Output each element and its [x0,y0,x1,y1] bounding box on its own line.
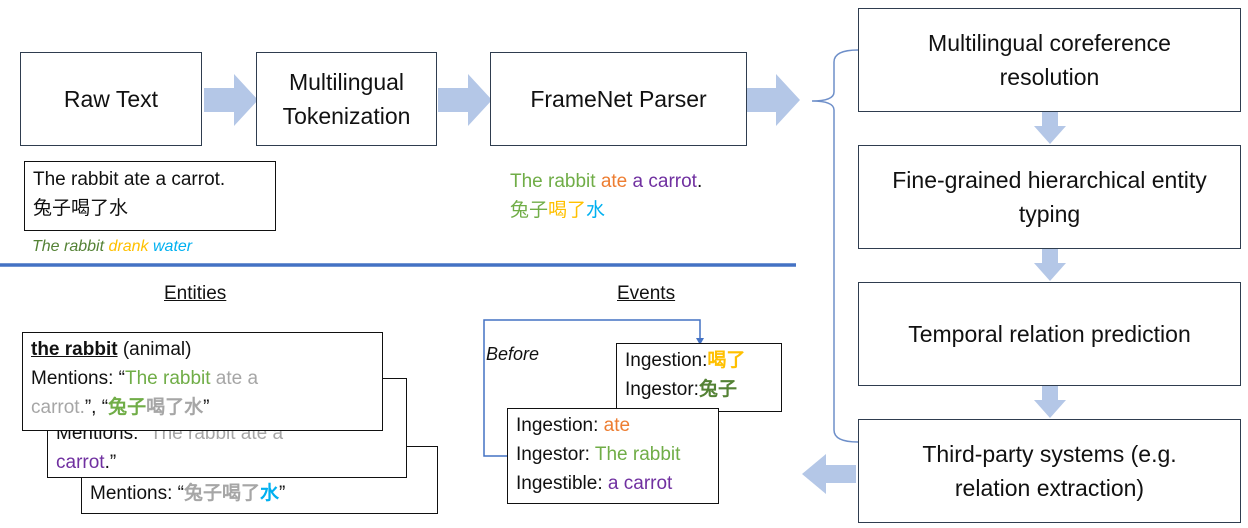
temporal-label: Temporal relation prediction [908,321,1191,347]
parsed-chinese: 兔子喝了水 [510,196,702,224]
parsed-en-object: a carrot [632,171,697,192]
card3-mentions-label: Mentions: “ [90,483,184,504]
card1-sep: ”, “ [84,397,109,418]
tokenization-label-line1: Multilingual [288,69,405,95]
parsed-en-verb: ate [600,171,628,192]
card2-line2: carrot.” [56,448,398,477]
parsed-zh-object: 水 [586,199,606,221]
event-card-2: Ingestion: ate Ingestor: The rabbit Inge… [507,408,719,504]
entity-typing-label-line1: Fine-grained hierarchical entity [892,167,1207,193]
event2-label1: Ingestion: [516,415,604,436]
card2-end: .” [104,452,117,473]
translation-drank: drank [108,238,149,255]
card1-mentions-line1: Mentions: “The rabbit ate a [31,364,374,393]
event1-value1: 喝了 [707,349,746,371]
coref-label-line1: Multilingual coreference [928,30,1171,56]
entities-heading: Entities [164,283,227,304]
event2-line1: Ingestion: ate [516,411,710,440]
event1-label2: Ingestor: [625,379,699,400]
event2-line3: Ingestible: a carrot [516,469,710,498]
card1-m1-rest-a: ate a [210,368,259,389]
card3-close: ” [279,483,286,504]
entity-card-1: the rabbit (animal) Mentions: “The rabbi… [22,332,383,431]
event1-line1: Ingestion:喝了 [625,346,773,375]
entity-typing-box: Fine-grained hierarchical entity typing [858,145,1241,249]
arrow-tokenization-to-parser [438,74,492,126]
event2-value2: The rabbit [594,444,681,465]
card1-m1-rest-b: carrot. [31,397,85,418]
thirdparty-label-line1: Third-party systems (e.g. [922,441,1177,467]
tokenization-box: Multilingual Tokenization [256,52,437,146]
arrow-raw-to-tokenization [204,74,258,126]
card1-m2-rest: 喝了水 [146,396,204,418]
event2-line2: Ingestor: The rabbit [516,440,710,469]
entity-typing-label-line2: typing [1018,201,1081,227]
card1-mentions-line2: carrot.”, “兔子喝了水” [31,393,374,422]
arrow-parser-to-modules [746,74,800,126]
card1-m1-highlight: The rabbit [124,368,211,389]
coref-box: Multilingual coreference resolution [858,8,1241,112]
card2-object: carrot [56,452,105,473]
coref-label-line2: resolution [999,64,1100,90]
raw-text-box: Raw Text [20,52,202,146]
card1-m2-highlight: 兔子 [108,396,147,418]
event2-label3: Ingestible: [516,473,608,494]
translation-water: water [152,238,193,255]
translation-the-rabbit: The rabbit [32,238,105,255]
thirdparty-box: Third-party systems (e.g. relation extra… [858,419,1241,523]
framenet-parser-label: FrameNet Parser [530,86,707,112]
card3-highlight: 水 [260,482,280,504]
arrow-coref-to-typing [1034,112,1066,144]
event2-value3: a carrot [607,473,673,494]
event1-label1: Ingestion: [625,350,708,371]
thirdparty-label-line2: relation extraction) [954,475,1145,501]
event1-line2: Ingestor:兔子 [625,375,773,404]
temporal-box: Temporal relation prediction [858,282,1241,386]
arrow-temporal-to-thirdparty [1034,386,1066,418]
arrow-thirdparty-to-output [802,454,856,494]
event-card-1: Ingestion:喝了 Ingestor:兔子 [616,343,782,412]
card1-entity-name: the rabbit [31,339,118,360]
event1-value2: 兔子 [698,378,737,400]
card1-title: the rabbit (animal) [31,335,374,364]
input-translation: The rabbit drank water [32,238,192,256]
parsed-zh-verb: 喝了 [548,199,587,221]
parsed-english: The rabbit ate a carrot. [510,168,702,196]
parsed-example: The rabbit ate a carrot. 兔子喝了水 [510,168,702,224]
parsed-en-period: . [696,171,703,192]
parsed-en-agent: The rabbit [510,171,596,192]
events-heading: Events [617,283,676,304]
framenet-parser-box: FrameNet Parser [490,52,747,146]
raw-text-label: Raw Text [63,86,159,112]
input-chinese: 兔子喝了水 [33,197,129,219]
modules-brace [811,49,859,443]
card1-close: ” [203,397,210,418]
before-label: Before [486,344,540,364]
tokenization-label-line2: Tokenization [282,103,411,129]
arrow-typing-to-temporal [1034,249,1066,281]
event2-value1: ate [603,415,631,436]
event2-label2: Ingestor: [516,444,595,465]
input-example-box: The rabbit ate a carrot. 兔子喝了水 [24,161,276,231]
parsed-zh-agent: 兔子 [510,199,549,221]
card1-mentions-label: Mentions: “ [31,368,125,389]
card1-entity-type: (animal) [122,339,192,360]
input-english: The rabbit ate a carrot. [33,169,226,190]
card3-grey-text: 兔子喝了 [183,482,260,504]
